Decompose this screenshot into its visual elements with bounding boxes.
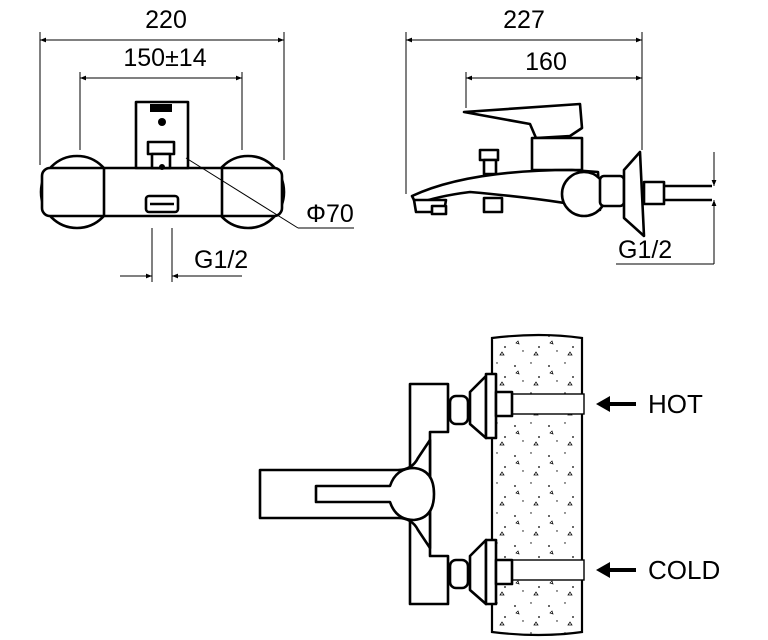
- front-view: 220 150±14 Φ70 G1/2: [39, 6, 354, 282]
- dim-spout-depth: 160: [525, 48, 567, 76]
- installation-view: HOT COLD: [258, 333, 720, 637]
- side-flange: [622, 150, 646, 238]
- side-cartridge: [530, 136, 584, 172]
- side-lever: [462, 102, 584, 140]
- dim-inlet-thread-front: G1/2: [194, 246, 248, 274]
- dim-centre-distance: 150±14: [123, 44, 206, 72]
- cold-label: COLD: [648, 555, 720, 585]
- dim-inlet-thread-side: G1/2: [618, 236, 672, 264]
- side-view: 227 160 G1/2: [405, 6, 717, 265]
- dim-overall-depth: 227: [503, 6, 545, 34]
- dim-flange-diameter: Φ70: [306, 200, 354, 228]
- dim-overall-width: 220: [145, 6, 187, 34]
- wall-section: [490, 333, 584, 637]
- hot-label: HOT: [648, 389, 703, 419]
